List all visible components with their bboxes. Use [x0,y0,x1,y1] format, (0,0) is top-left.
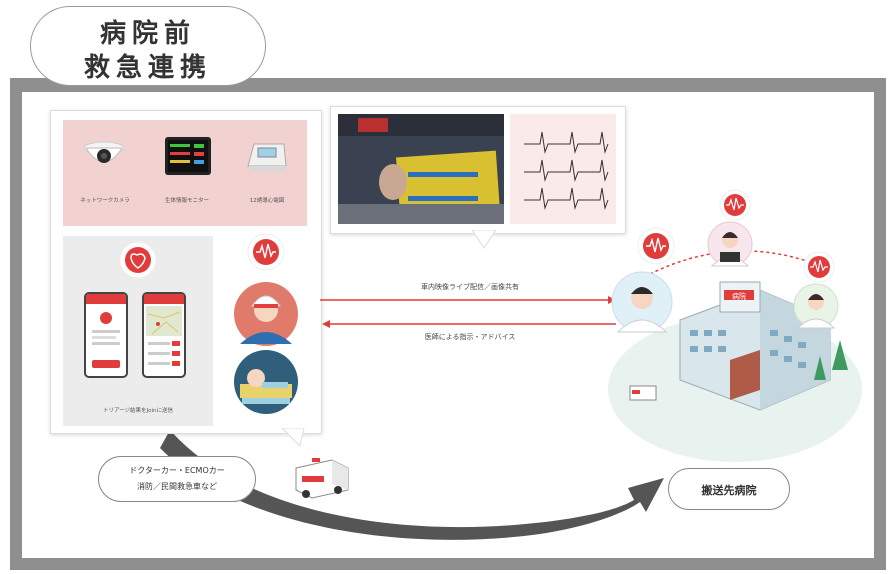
title-bubble: 病院前 救急連携 [30,6,266,86]
title-line-1: 病院前 [99,19,196,49]
destination-hospital-label: 搬送先病院 [701,484,757,497]
transport-label: 搬送 [450,512,470,523]
device-label-monitor: 生体情報モニター [164,198,209,204]
vehicle-types-line-2: 消防／民間救急車など [137,482,217,491]
patient-avatar [234,350,298,414]
triage-phone-2 [142,292,186,378]
title-line-2: 救急連携 [83,53,212,83]
ambulance-interior-video [338,114,504,224]
ambulance-voice-badge-icon [247,233,285,271]
nurse-avatar-1 [707,221,753,267]
triage-phone-1 [84,292,128,378]
paramedic-avatar [234,282,298,346]
arrow-label-doctor-advice: 医師による指示・アドバイス [424,333,516,341]
doctor-avatar [611,271,673,333]
vehicle-types-line-1: ドクターカー・ECMOカー [129,466,225,475]
panel-tail [281,428,305,447]
communication-arrows [320,296,616,328]
nurse2-voice-badge-icon [803,251,835,283]
network-camera-icon [83,141,125,163]
ecg-12-lead-icon [247,143,287,171]
doctor-voice-badge-icon [637,227,675,265]
device-label-camera: ネットワークカメラ [80,198,130,204]
hospital-sign: 病院 [732,292,746,301]
ecg-waveform-image [510,114,616,224]
nurse-voice-badge-icon [719,189,751,221]
video-panel-tail [471,230,497,249]
triage-label: トリアージ結果をJoinに送信 [102,408,174,414]
ambulance-icon [295,458,349,499]
phone-screen-2 [146,306,182,366]
heart-pulse-badge-icon [119,241,157,279]
phone-screen-1 [92,312,120,368]
destination-hospital-bubble: 搬送先病院 [668,468,790,510]
device-label-ecg: 12誘導心電図 [249,198,285,204]
arrow-label-video-share: 車内映像ライブ配信／画像共有 [421,283,519,291]
nurse-avatar-2 [793,283,839,329]
vehicle-types-bubble: ドクターカー・ECMOカー 消防／民間救急車など [98,456,256,502]
vital-monitor-icon [165,137,211,175]
